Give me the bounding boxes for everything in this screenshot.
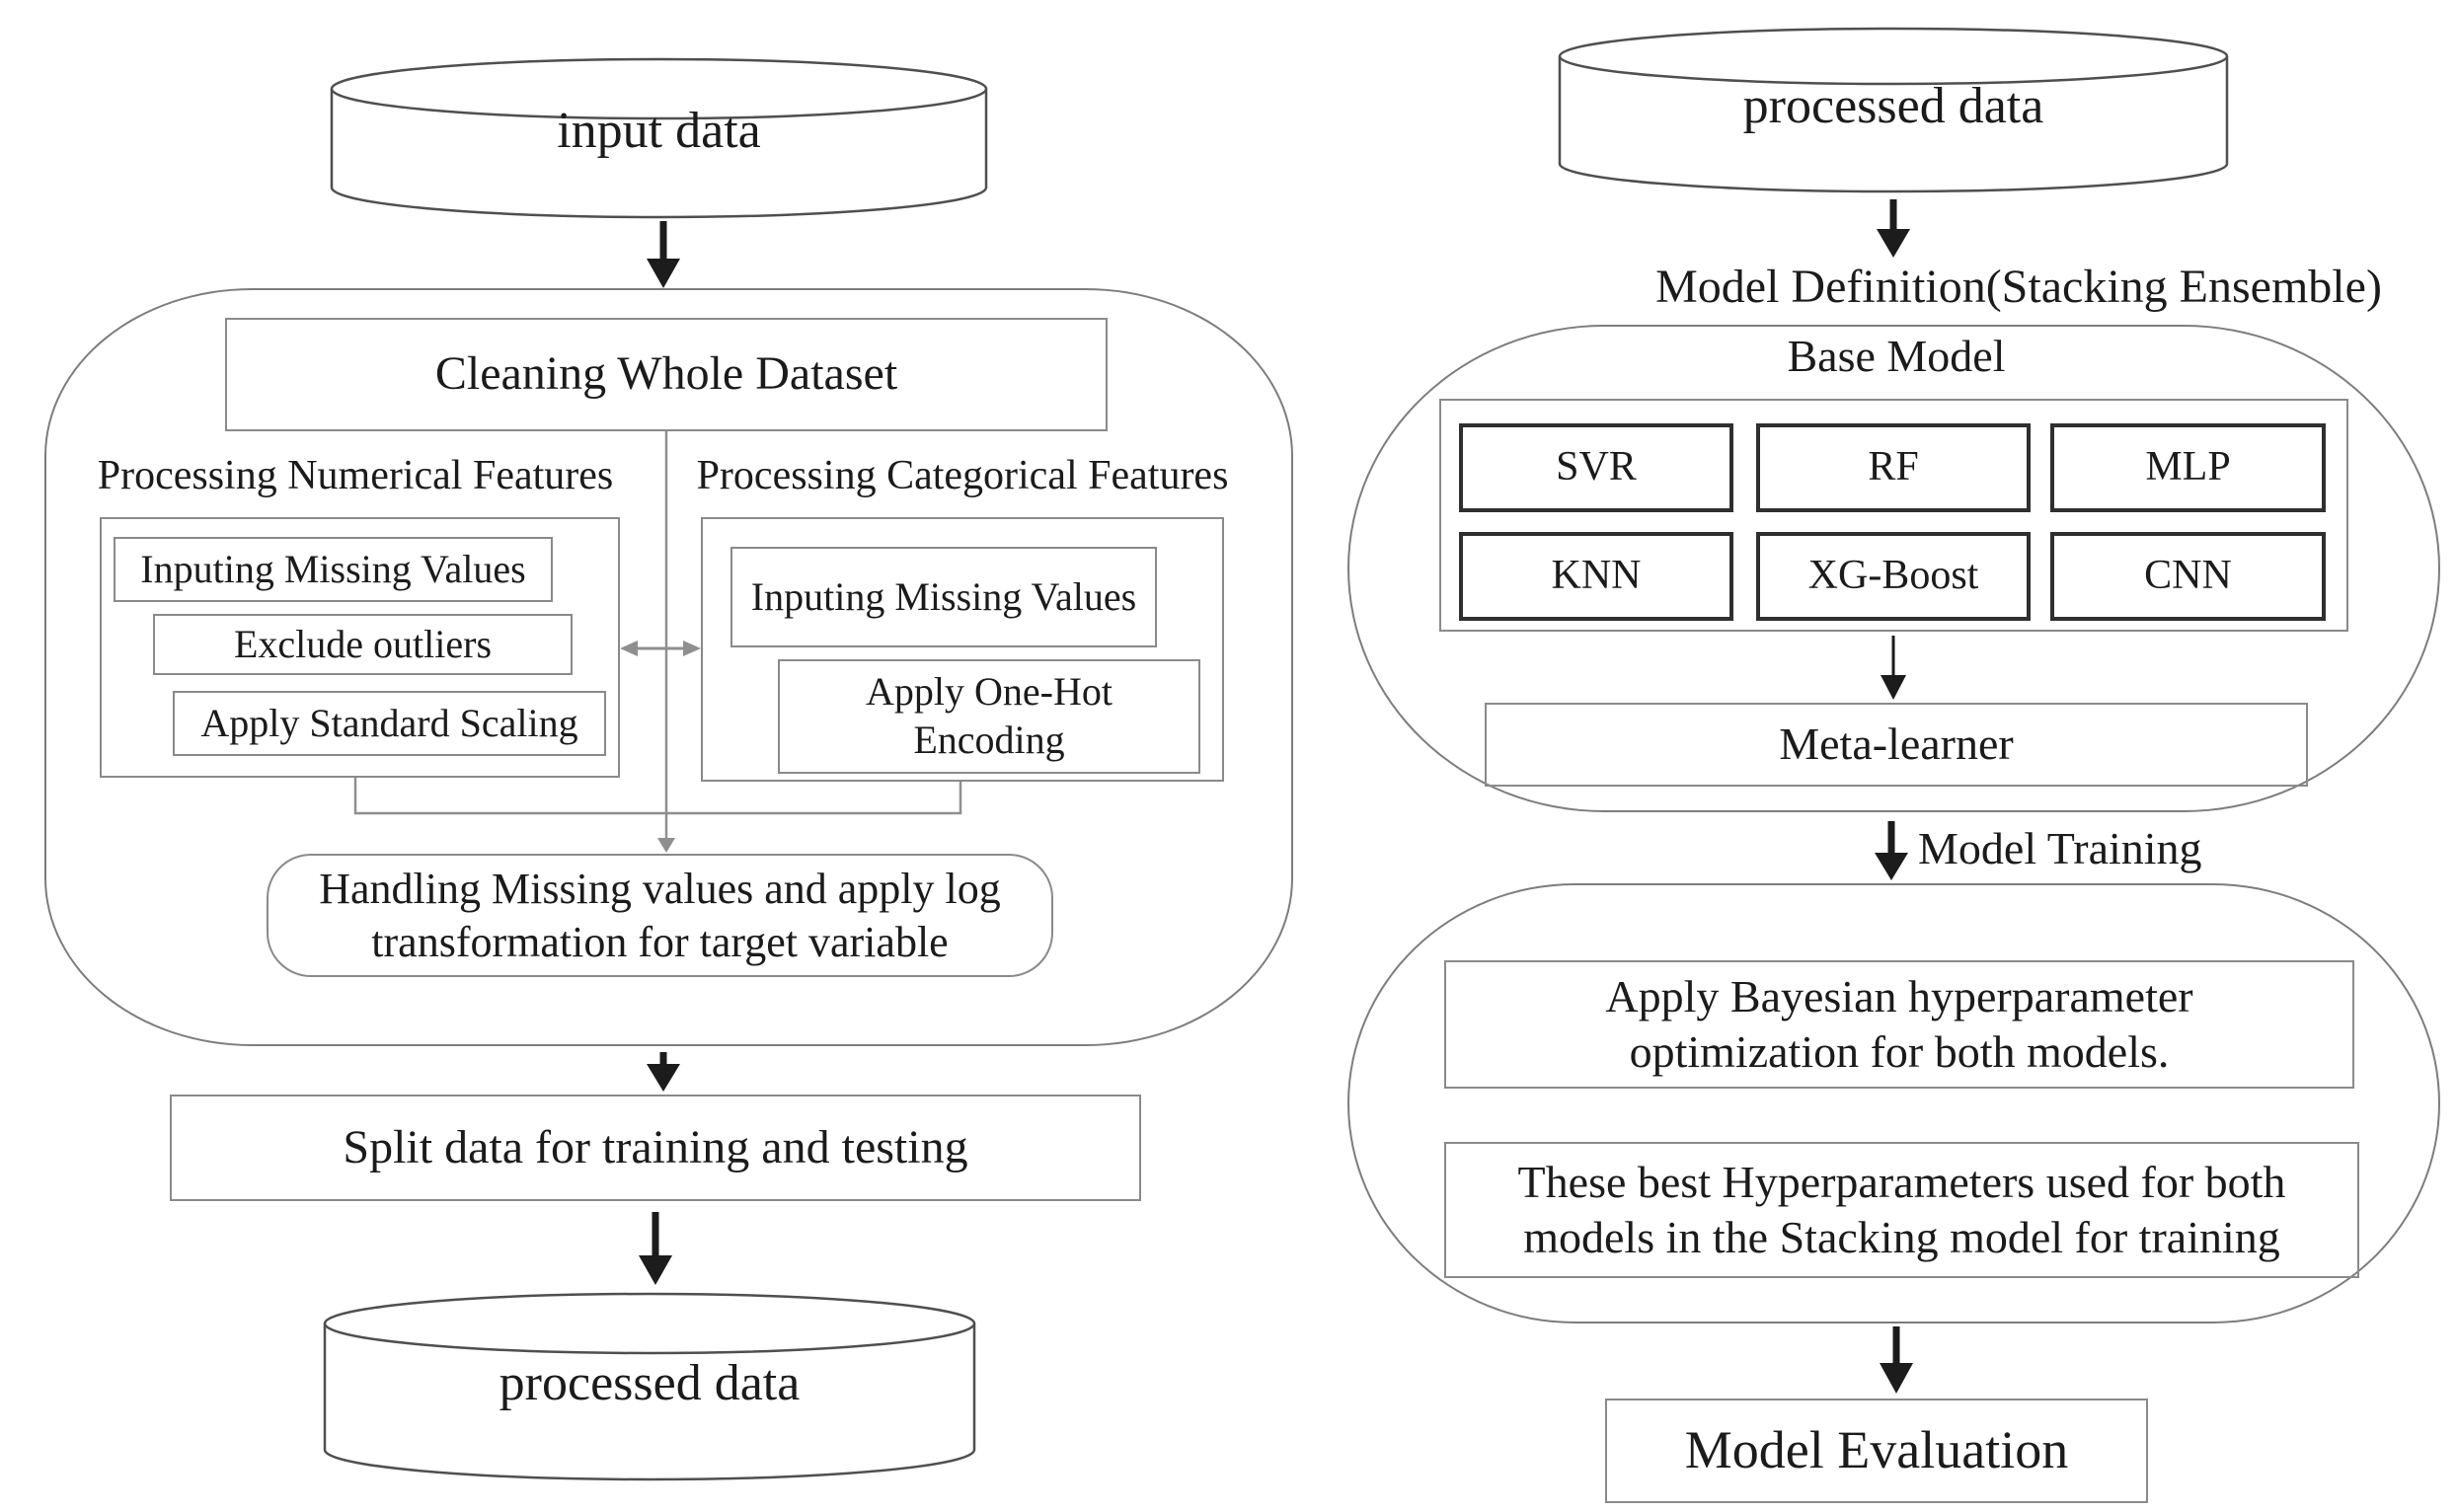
model-definition-label: Model Definition(Stacking Ensemble) bbox=[1655, 260, 2382, 313]
cleaning-whole-dataset-box: Cleaning Whole Dataset bbox=[225, 318, 1108, 431]
numerical-section-label: Processing Numerical Features bbox=[97, 453, 614, 499]
processed-data-cylinder-right-label: processed data bbox=[1742, 77, 2044, 134]
preprocessing-stadium bbox=[44, 288, 1293, 1046]
arrow-to-model-evaluation bbox=[1880, 1326, 1913, 1394]
input-data-cylinder bbox=[330, 57, 988, 219]
arrow-model-training bbox=[1875, 821, 1908, 880]
base-model-knn-box: KNN bbox=[1459, 532, 1733, 621]
best-hyperparameters-box: These best Hyperparameters used for both… bbox=[1444, 1142, 2359, 1278]
categorical-step-imputing-box: Inputing Missing Values bbox=[730, 547, 1157, 647]
base-model-rf-box: RF bbox=[1756, 423, 2031, 512]
cleaning-to-handling-line bbox=[657, 431, 675, 853]
base-model-svr-box: SVR bbox=[1459, 423, 1733, 512]
base-model-label: Base Model bbox=[1787, 330, 2006, 381]
processed-data-cylinder-left-label: processed data bbox=[499, 1355, 801, 1412]
arrow-split-to-processed bbox=[639, 1212, 672, 1285]
meta-learner-box: Meta-learner bbox=[1485, 703, 2308, 787]
split-data-box: Split data for training and testing bbox=[170, 1095, 1141, 1201]
bayesian-optimization-box: Apply Bayesian hyperparameter optimizati… bbox=[1444, 960, 2354, 1089]
numerical-step-scaling-box: Apply Standard Scaling bbox=[173, 691, 606, 756]
arrow-input-to-cleaning bbox=[647, 221, 680, 288]
base-model-xgboost-box: XG-Boost bbox=[1756, 532, 2031, 621]
model-training-label: Model Training bbox=[1918, 822, 2202, 873]
base-model-cnn-box: CNN bbox=[2050, 532, 2326, 621]
model-evaluation-box: Model Evaluation bbox=[1605, 1399, 2148, 1503]
numerical-group-box bbox=[100, 517, 620, 778]
numerical-step-outliers-box: Exclude outliers bbox=[153, 614, 573, 675]
input-data-cylinder-label: input data bbox=[557, 102, 761, 159]
categorical-section-label: Processing Categorical Features bbox=[696, 453, 1229, 499]
categorical-step-onehot-box: Apply One-Hot Encoding bbox=[778, 659, 1200, 774]
hyperparameter-stadium bbox=[1347, 883, 2440, 1323]
numerical-step-imputing-box: Inputing Missing Values bbox=[114, 537, 553, 602]
numerical-categorical-double-arrow bbox=[620, 641, 701, 656]
handling-missing-values-box: Handling Missing values and apply log tr… bbox=[267, 854, 1053, 977]
processed-data-cylinder-left bbox=[323, 1292, 976, 1481]
arrow-processed-to-model-definition bbox=[1877, 199, 1910, 258]
categorical-group-box bbox=[701, 517, 1224, 782]
processing-merge-connector bbox=[353, 778, 962, 815]
processed-data-cylinder-right bbox=[1558, 27, 2229, 193]
base-model-grid-box bbox=[1439, 399, 2348, 632]
arrow-stadium-to-split bbox=[647, 1052, 680, 1092]
base-model-mlp-box: MLP bbox=[2050, 423, 2326, 512]
arrow-grid-to-meta-learner bbox=[1881, 636, 1906, 700]
